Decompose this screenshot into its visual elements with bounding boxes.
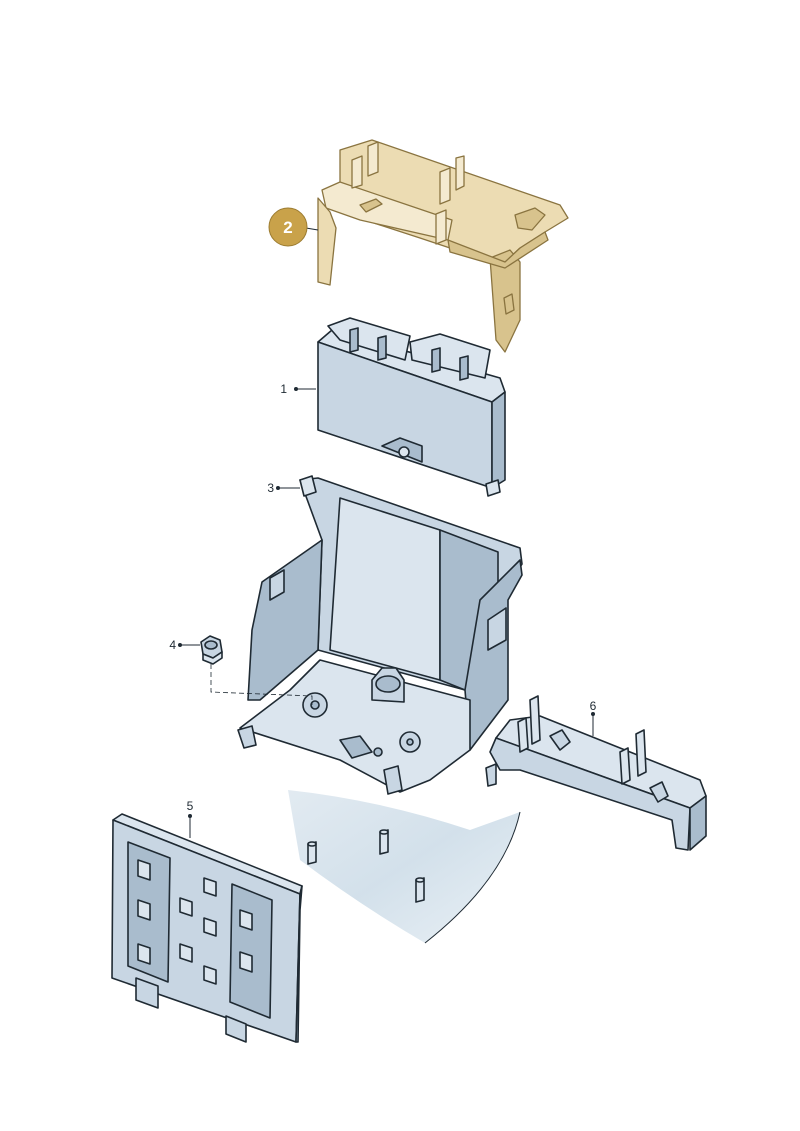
part-5-base-plate[interactable] <box>111 813 303 1043</box>
callout-3[interactable]: 3 <box>267 481 300 495</box>
callout-1-label: 1 <box>280 382 287 396</box>
part-6-side-bracket[interactable] <box>485 695 707 851</box>
callout-2-badge[interactable]: 2 <box>268 207 319 247</box>
callout-5-label: 5 <box>187 799 194 813</box>
callout-3-label: 3 <box>267 481 274 495</box>
part-4-hex-nut[interactable] <box>200 635 223 665</box>
part-3-holder-tray[interactable] <box>237 475 523 795</box>
part-1-control-module[interactable] <box>317 317 506 497</box>
callout-6-label: 6 <box>590 699 597 713</box>
callout-5[interactable]: 5 <box>187 799 194 838</box>
vehicle-floor-section <box>288 790 521 944</box>
callout-4[interactable]: 4 <box>169 638 200 652</box>
callout-1[interactable]: 1 <box>280 382 316 396</box>
callout-6[interactable]: 6 <box>590 699 597 736</box>
callout-4-label: 4 <box>169 638 176 652</box>
callout-2-label: 2 <box>283 218 292 237</box>
part-2-bracket[interactable] <box>317 139 569 353</box>
